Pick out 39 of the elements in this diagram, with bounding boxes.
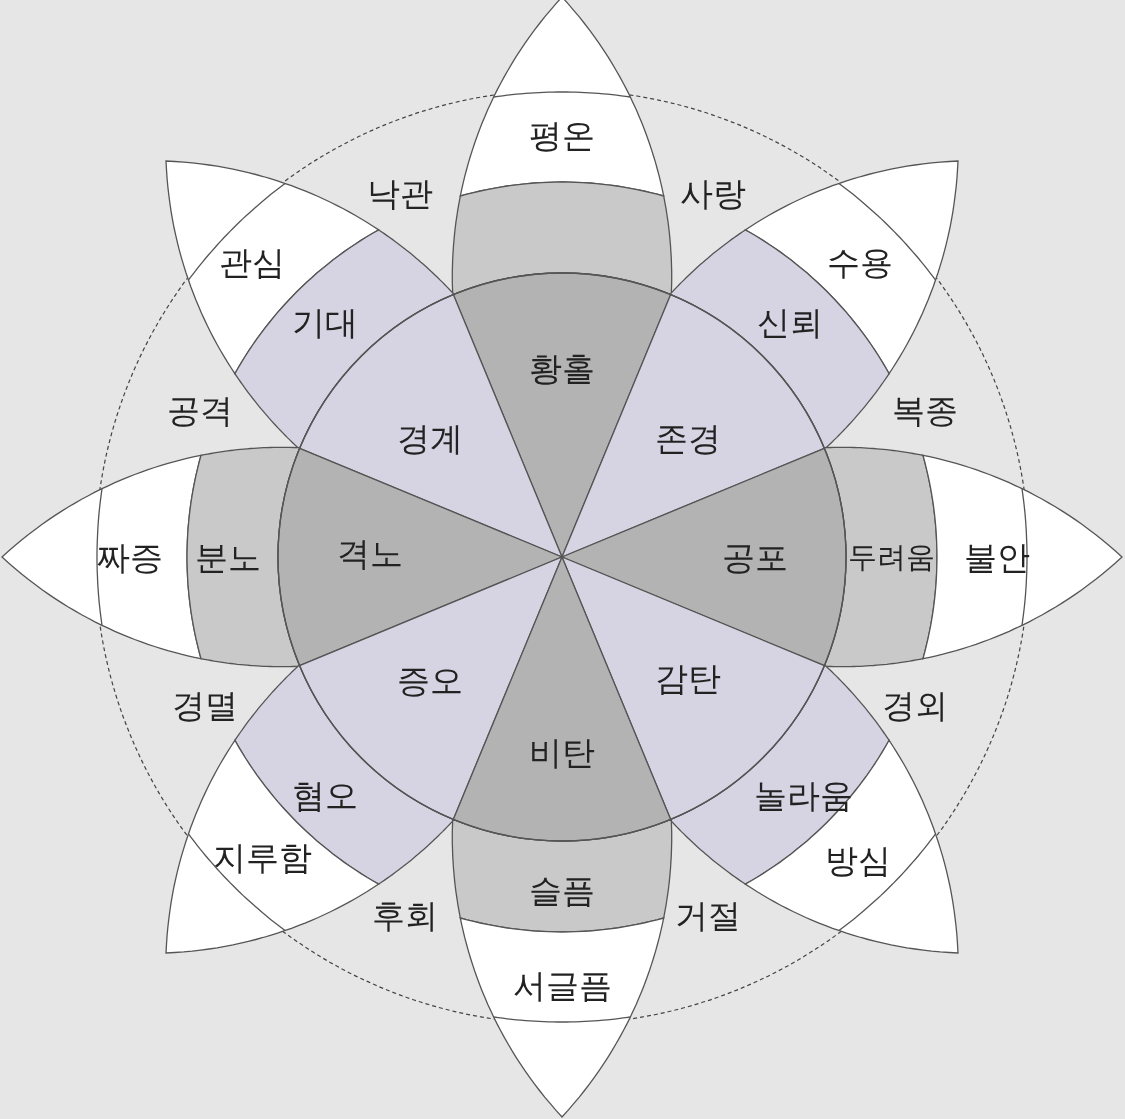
emotion-label: 감탄 [655, 661, 721, 695]
emotion-label: 증오 [397, 663, 463, 697]
emotion-label: 신뢰 [757, 305, 823, 339]
emotion-label: 비탄 [529, 735, 595, 769]
emotion-label: 격노 [337, 536, 403, 570]
emotion-label: 관심 [219, 245, 285, 279]
emotion-label: 황홀 [529, 351, 595, 385]
emotion-label: 수용 [827, 245, 893, 279]
emotion-label: 복종 [892, 393, 958, 427]
emotion-label: 놀라움 [753, 778, 853, 812]
emotion-label: 지루함 [212, 840, 312, 874]
emotion-label: 기대 [292, 305, 358, 339]
petal-band [451, 818, 673, 933]
emotion-label: 평온 [529, 118, 595, 152]
emotion-label: 공포 [722, 540, 788, 574]
emotion-label: 분노 [195, 540, 261, 574]
emotion-label: 후회 [372, 898, 438, 932]
petal-band [451, 181, 673, 296]
emotion-label: 불안 [964, 540, 1030, 574]
petal-band [186, 446, 301, 668]
emotion-label: 사랑 [680, 176, 746, 210]
emotion-label: 경멸 [172, 688, 238, 722]
emotion-label: 방심 [825, 843, 891, 877]
petal-tip [459, 0, 665, 197]
emotion-label: 공격 [167, 393, 233, 427]
emotion-label: 존경 [655, 421, 721, 455]
petal-tip [459, 917, 665, 1118]
emotion-label: 혐오 [292, 778, 358, 812]
emotion-label: 거절 [675, 898, 741, 932]
petal-band [823, 446, 938, 668]
emotion-label: 두려움 [847, 542, 935, 572]
emotion-label: 경외 [882, 688, 948, 722]
emotion-label: 서글픔 [512, 968, 612, 1002]
emotion-label: 짜증 [97, 540, 163, 574]
petal-tip [744, 739, 959, 954]
emotion-label: 경계 [397, 421, 463, 455]
emotion-label: 슬픔 [529, 873, 595, 907]
emotion-label: 낙관 [367, 176, 433, 210]
petal-tip [744, 160, 959, 375]
